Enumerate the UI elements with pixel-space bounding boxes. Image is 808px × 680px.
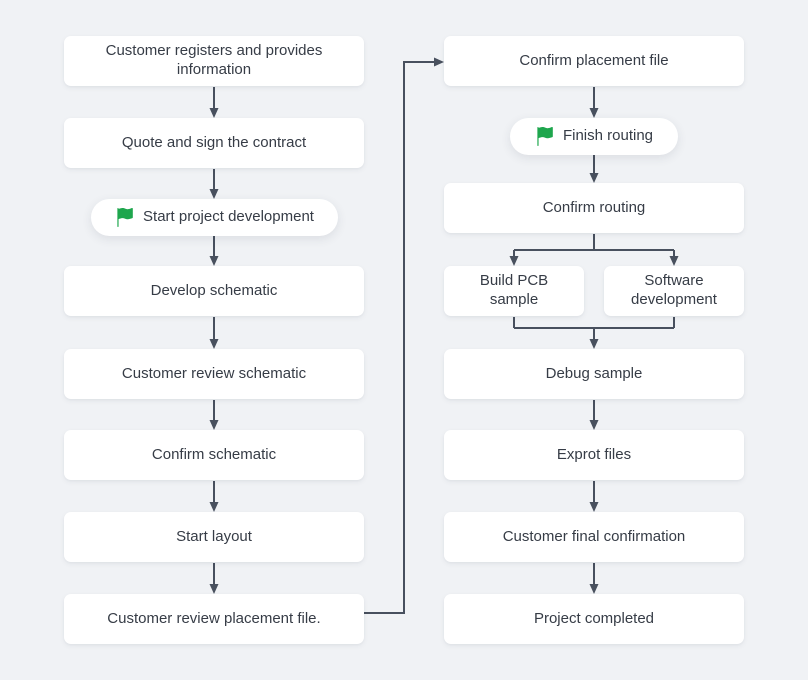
node-label: Start layout xyxy=(176,527,252,545)
node-label: Customer final confirmation xyxy=(502,527,686,545)
node-confirm-routing: Confirm routing xyxy=(444,183,744,233)
node-label: Quote and sign the contract xyxy=(121,133,307,151)
node-customer-review-schematic: Customer review schematic xyxy=(64,349,364,399)
node-label: Finish routing xyxy=(562,127,654,145)
node-label: Confirm placement file xyxy=(519,51,669,69)
node-customer-review-placement-file: Customer review placement file. xyxy=(64,594,364,644)
node-confirm-placement-file: Confirm placement file xyxy=(444,36,744,86)
node-label: Project completed xyxy=(533,609,655,627)
milestone-finish-routing: Finish routing xyxy=(510,118,678,155)
flag-icon xyxy=(115,208,134,227)
node-label: Customer review placement file. xyxy=(107,609,321,627)
node-quote-and-sign-contract: Quote and sign the contract xyxy=(64,118,364,168)
node-start-layout: Start layout xyxy=(64,512,364,562)
node-label: Build PCB sample xyxy=(479,272,549,308)
node-label: Customer review schematic xyxy=(121,364,307,382)
node-label: Exprot files xyxy=(556,445,632,463)
node-label: Software development xyxy=(631,272,717,308)
node-debug-sample: Debug sample xyxy=(444,349,744,399)
node-software-development: Software development xyxy=(604,266,744,316)
node-customer-registers: Customer registers and provides informat… xyxy=(64,36,364,86)
node-exprot-files: Exprot files xyxy=(444,430,744,480)
flag-icon xyxy=(535,127,554,146)
node-label: Start project development xyxy=(143,208,314,226)
node-develop-schematic: Develop schematic xyxy=(64,266,364,316)
node-label: Customer registers and provides informat… xyxy=(105,42,323,78)
node-build-pcb-sample: Build PCB sample xyxy=(444,266,584,316)
node-confirm-schematic: Confirm schematic xyxy=(64,430,364,480)
node-label: Develop schematic xyxy=(150,281,278,299)
node-customer-final-confirmation: Customer final confirmation xyxy=(444,512,744,562)
milestone-start-project-development: Start project development xyxy=(91,199,338,236)
node-label: Confirm routing xyxy=(542,198,646,216)
node-project-completed: Project completed xyxy=(444,594,744,644)
node-label: Debug sample xyxy=(545,364,643,382)
node-label: Confirm schematic xyxy=(151,445,277,463)
